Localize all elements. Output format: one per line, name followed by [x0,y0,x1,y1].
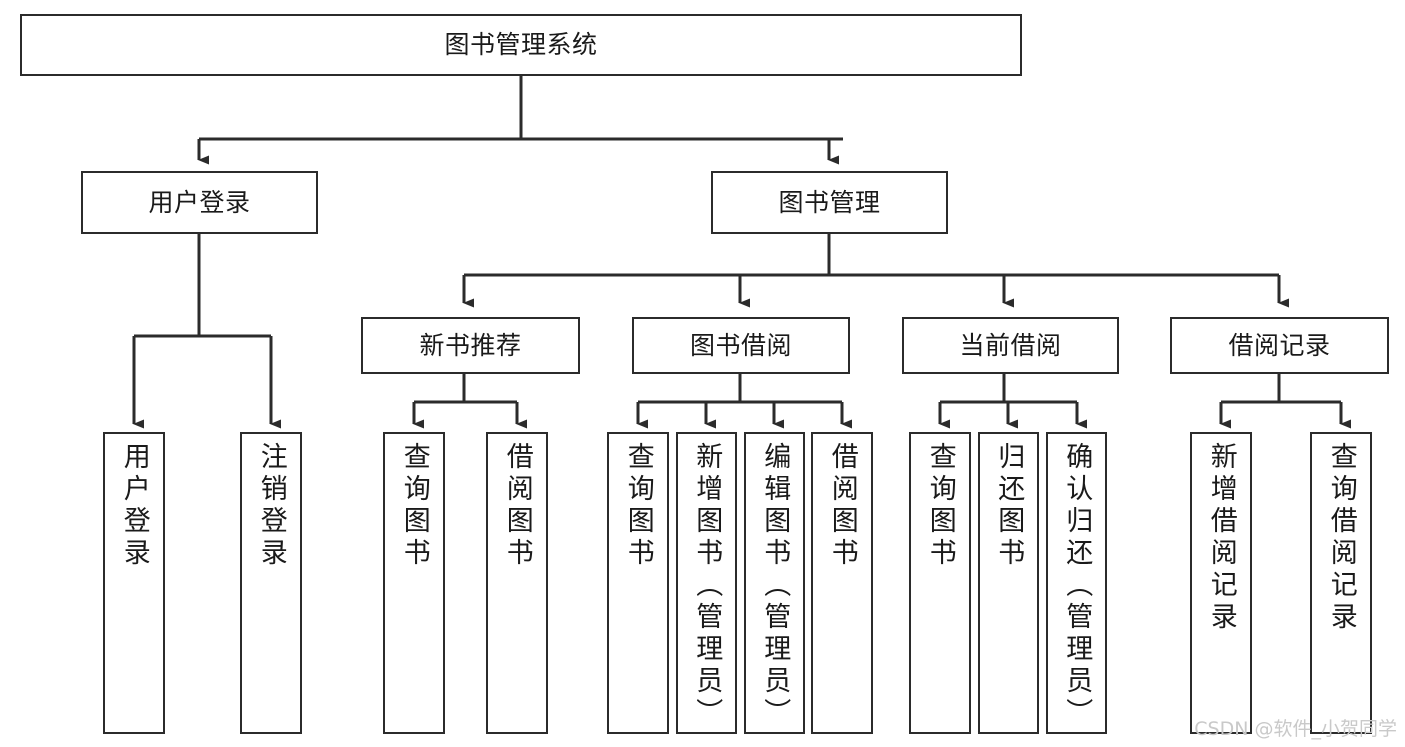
leaf-borrow-book-1-label: 借阅图书 [501,442,533,570]
node-book-manage-label: 图书管理 [778,187,881,217]
leaf-query-book-1-label: 查询图书 [398,442,430,570]
leaf-confirm-return[interactable]: 确认归还（管理员） [1046,432,1107,734]
leaf-return-book-label: 归还图书 [993,442,1025,570]
node-current-borrow[interactable]: 当前借阅 [902,317,1119,374]
node-book-borrow-label: 图书借阅 [689,330,792,360]
leaf-return-book[interactable]: 归还图书 [978,432,1039,734]
leaf-edit-book-label: 编辑图书（管理员） [759,442,791,730]
leaf-user-login[interactable]: 用户登录 [103,432,165,734]
node-user-login[interactable]: 用户登录 [81,171,318,234]
leaf-confirm-return-label: 确认归还（管理员） [1061,442,1093,730]
leaf-add-record[interactable]: 新增借阅记录 [1190,432,1252,734]
leaf-query-book-3-label: 查询图书 [924,442,956,570]
node-new-book-recommend-label: 新书推荐 [419,330,522,360]
leaf-logout-label: 注销登录 [255,442,287,570]
leaf-query-book-3[interactable]: 查询图书 [909,432,971,734]
leaf-query-book-2[interactable]: 查询图书 [607,432,669,734]
leaf-logout[interactable]: 注销登录 [240,432,302,734]
leaf-query-record-label: 查询借阅记录 [1325,442,1357,634]
leaf-borrow-book-2-label: 借阅图书 [826,442,858,570]
node-current-borrow-label: 当前借阅 [959,330,1062,360]
leaf-add-book-label: 新增图书（管理员） [691,442,723,730]
leaf-borrow-book-1[interactable]: 借阅图书 [486,432,548,734]
leaf-add-record-label: 新增借阅记录 [1205,442,1237,634]
leaf-add-book[interactable]: 新增图书（管理员） [676,432,737,734]
leaf-query-record[interactable]: 查询借阅记录 [1310,432,1372,734]
node-user-login-label: 用户登录 [148,187,251,217]
node-root[interactable]: 图书管理系统 [20,14,1022,76]
node-new-book-recommend[interactable]: 新书推荐 [361,317,580,374]
node-borrow-record-label: 借阅记录 [1228,330,1331,360]
node-root-label: 图书管理系统 [444,30,598,59]
node-borrow-record[interactable]: 借阅记录 [1170,317,1389,374]
node-book-manage[interactable]: 图书管理 [711,171,948,234]
leaf-query-book-1[interactable]: 查询图书 [383,432,445,734]
leaf-query-book-2-label: 查询图书 [622,442,654,570]
leaf-borrow-book-2[interactable]: 借阅图书 [811,432,873,734]
node-book-borrow[interactable]: 图书借阅 [632,317,850,374]
csdn-watermark: CSDN @软件_小贺同学 [1194,718,1397,740]
leaf-edit-book[interactable]: 编辑图书（管理员） [744,432,805,734]
leaf-user-login-label: 用户登录 [118,442,150,570]
